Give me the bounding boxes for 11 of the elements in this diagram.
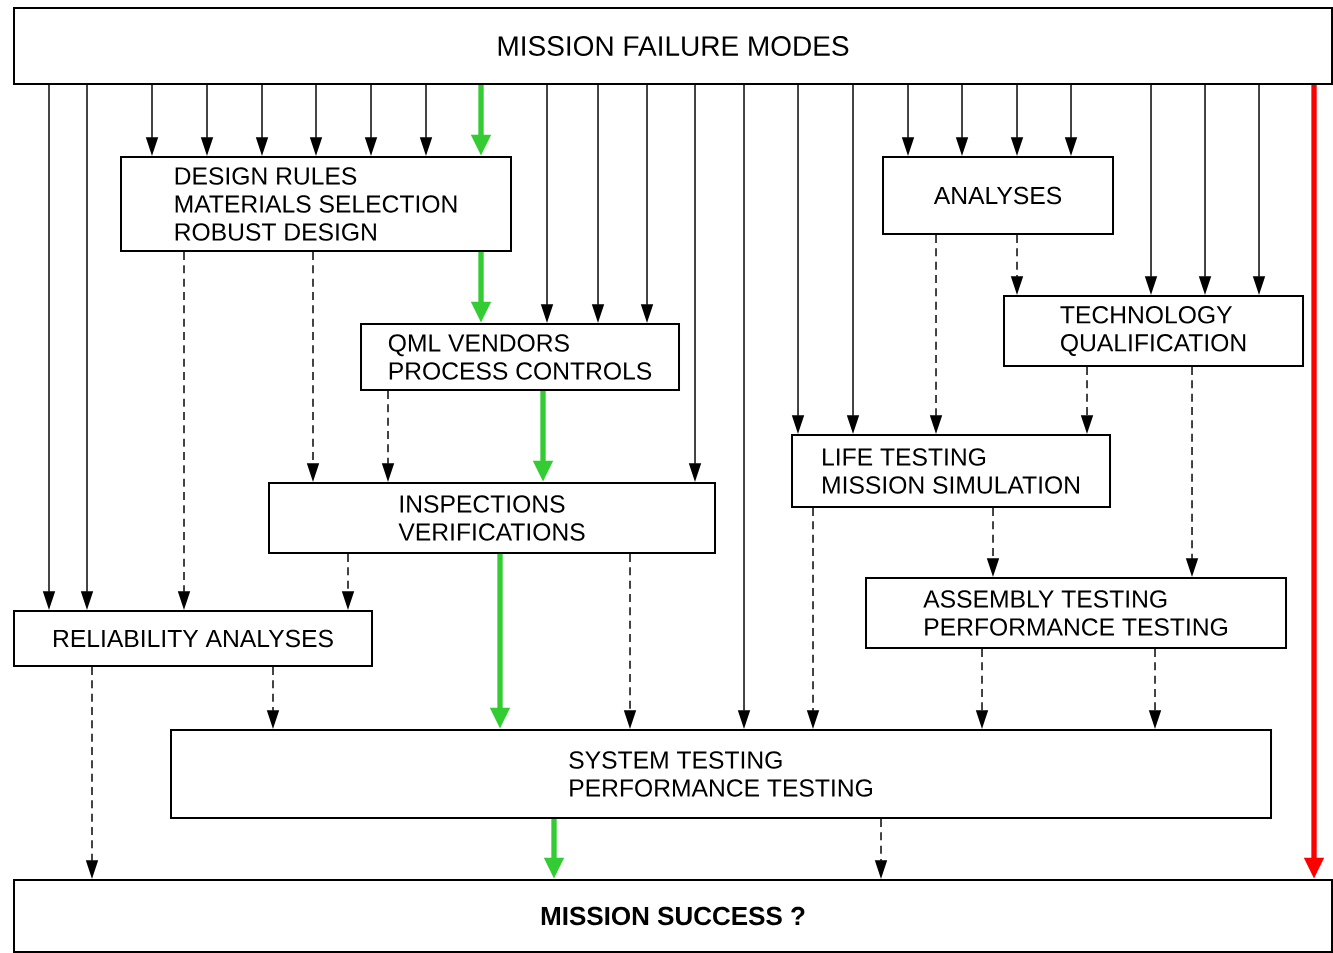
process-box: SYSTEM TESTING PERFORMANCE TESTING [170, 729, 1272, 819]
process-box: RELIABILITY ANALYSES [13, 610, 373, 667]
process-box: LIFE TESTING MISSION SIMULATION [791, 434, 1111, 508]
result-box: MISSION SUCCESS ? [13, 879, 1333, 953]
process-box: DESIGN RULES MATERIALS SELECTION ROBUST DESIGN [120, 156, 512, 252]
process-box: ASSEMBLY TESTING PERFORMANCE TESTING [865, 577, 1287, 649]
process-box: ANALYSES [882, 156, 1114, 235]
process-box: TECHNOLOGY QUALIFICATION [1003, 295, 1304, 367]
process-box: INSPECTIONS VERIFICATIONS [268, 482, 716, 554]
process-box: QML VENDORS PROCESS CONTROLS [360, 323, 680, 391]
header-box: MISSION FAILURE MODES [13, 7, 1333, 85]
